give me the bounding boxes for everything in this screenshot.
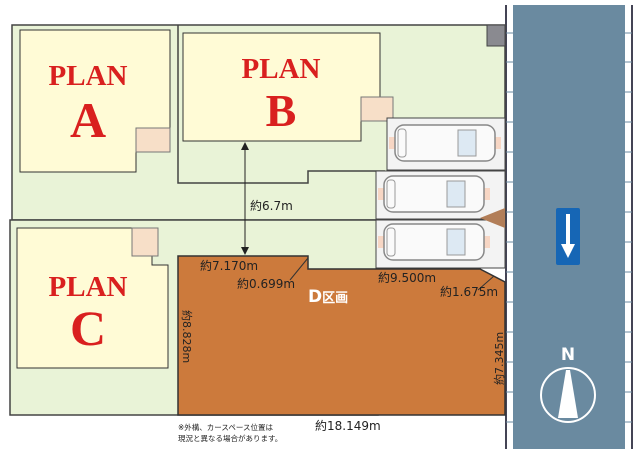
lot-d[interactable]: [177, 255, 506, 416]
plan-c-word: PLAN: [49, 271, 128, 303]
dim-bottom: 約18.149m: [315, 418, 381, 433]
porch-c: [131, 227, 159, 257]
car-icon: [389, 124, 501, 162]
plan-a-letter: A: [70, 92, 106, 148]
lot-d-label: D区画: [308, 287, 348, 307]
plan-b-word: PLAN: [242, 53, 321, 85]
porch-b: [360, 96, 394, 122]
porch-a: [135, 127, 171, 153]
plan-b-letter: B: [266, 85, 297, 136]
dim-left: 約8.828m: [180, 310, 194, 363]
plan-c-letter: C: [70, 300, 106, 356]
arrow-down-icon: [241, 247, 249, 255]
one-way-arrow-icon: [556, 208, 580, 265]
lot-b-boundary: [177, 25, 385, 184]
utility-box: [486, 24, 506, 47]
road-ticks: [506, 32, 632, 423]
arrow-up-icon: [241, 142, 249, 150]
car-icon: [378, 223, 490, 261]
driveway-width: 約6.7m: [250, 198, 293, 213]
dim-right: 約7.345m: [492, 332, 506, 385]
car-icon: [378, 175, 490, 213]
dim-step: 約0.699m: [237, 276, 295, 291]
dim-corner: 約1.675m: [440, 284, 498, 299]
compass-label: N: [561, 345, 575, 365]
plan-a-word: PLAN: [49, 60, 128, 92]
north-compass-icon: [540, 367, 596, 423]
cars: [378, 124, 501, 261]
dim-top-left: 約7.170m: [200, 258, 258, 273]
dim-top-right: 約9.500m: [378, 270, 436, 285]
corner-leader: [477, 275, 495, 291]
step-leader: [289, 257, 309, 281]
note-line-2: 現況と異なる場合があります。: [178, 433, 282, 443]
note-line-1: ※外構、カースペース位置は: [178, 422, 274, 432]
